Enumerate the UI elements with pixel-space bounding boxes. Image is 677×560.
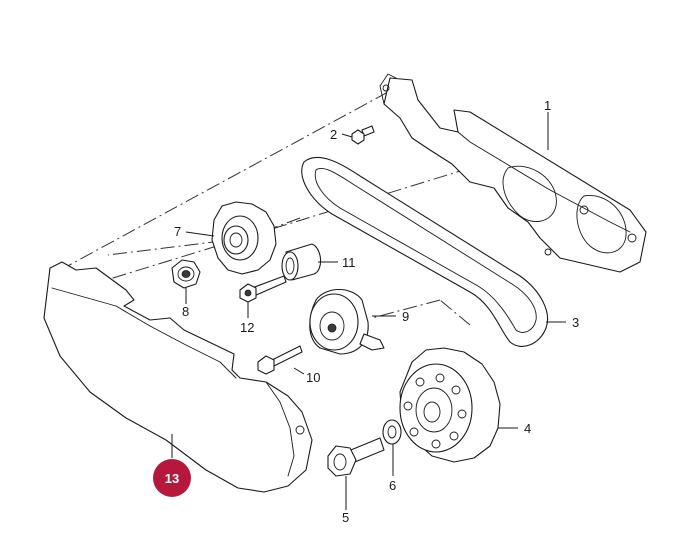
callout-labels: 1 2 3 4 5 6 7 8 9 10 11 12 bbox=[174, 98, 579, 525]
callout-5: 5 bbox=[342, 510, 349, 525]
callout-9: 9 bbox=[402, 309, 409, 324]
callout-7: 7 bbox=[174, 224, 181, 239]
callout-10: 10 bbox=[306, 370, 320, 385]
callout-11: 11 bbox=[342, 255, 356, 270]
hex-bolt-part-5[interactable] bbox=[327, 437, 385, 477]
callout-3: 3 bbox=[572, 315, 579, 330]
callout-6: 6 bbox=[389, 478, 396, 493]
callout-1: 1 bbox=[544, 98, 551, 113]
bolt-part-10[interactable] bbox=[257, 345, 303, 375]
front-timing-cover-part-13[interactable] bbox=[43, 261, 313, 493]
callout-2: 2 bbox=[330, 127, 337, 142]
bolt-part-2[interactable] bbox=[351, 125, 375, 145]
bolt-part-12[interactable] bbox=[239, 275, 287, 303]
callout-13: 13 bbox=[165, 471, 179, 486]
leader-lines bbox=[171, 112, 566, 510]
callout-4: 4 bbox=[524, 421, 531, 436]
nut-part-8[interactable] bbox=[171, 259, 201, 289]
camshaft-pulley-part-4[interactable] bbox=[399, 347, 501, 463]
rear-timing-cover-part-1[interactable] bbox=[379, 73, 647, 273]
spacer-sleeve-part-11[interactable] bbox=[281, 243, 322, 281]
crankshaft-sprocket-part-7[interactable] bbox=[211, 201, 277, 275]
callout-13-badge[interactable]: 13 bbox=[153, 459, 191, 497]
timing-belt-part-3[interactable] bbox=[301, 156, 548, 347]
callout-12: 12 bbox=[240, 320, 254, 335]
tensioner-pulley-part-9[interactable] bbox=[309, 288, 385, 355]
pulley-lightening-holes bbox=[403, 373, 467, 449]
washer-part-6[interactable] bbox=[382, 419, 402, 445]
callout-8: 8 bbox=[182, 304, 189, 319]
